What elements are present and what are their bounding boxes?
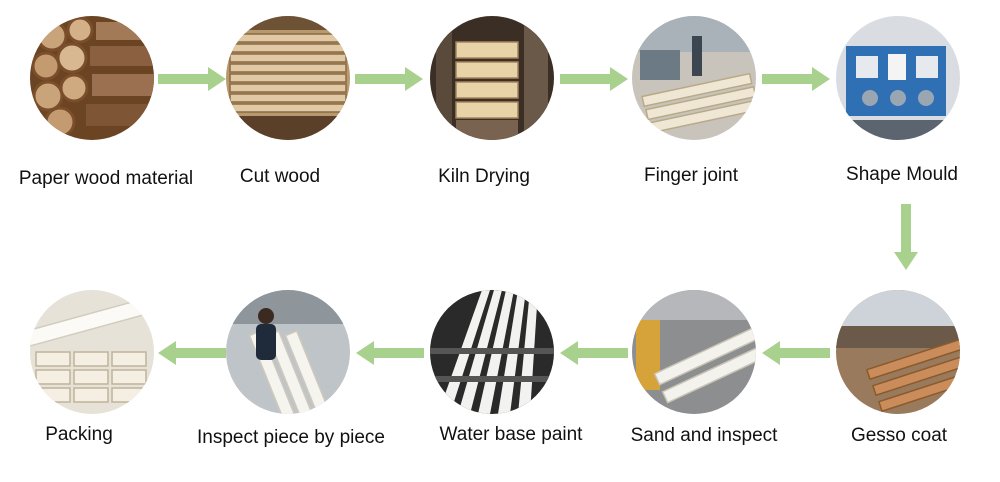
step-4-photo (632, 16, 756, 140)
paint-rack-icon (430, 290, 554, 414)
step-8-label: Water base paint (439, 424, 583, 445)
arrow-3-to-4 (560, 67, 628, 91)
step-8-photo (430, 290, 554, 414)
step-5-photo (836, 16, 960, 140)
gesso-line-icon (836, 290, 960, 414)
arrow-1-to-2 (158, 67, 226, 91)
moulding-machine-icon (836, 16, 960, 140)
step-6-label: Gesso coat (850, 425, 948, 446)
arrow-9-to-10 (158, 341, 226, 365)
step-3-photo (430, 16, 554, 140)
arrow-5-to-6 (894, 204, 918, 270)
step-9-label: Inspect piece by piece (196, 427, 386, 448)
step-9-photo (226, 290, 350, 414)
packed-mouldings-icon (30, 290, 154, 414)
step-1-label: Paper wood material (18, 168, 194, 189)
lumber-stack-icon (226, 16, 350, 140)
sanding-line-icon (632, 290, 756, 414)
step-2-label: Cut wood (239, 166, 321, 187)
log-pile-icon (30, 16, 154, 140)
arrow-4-to-5 (762, 67, 830, 91)
arrow-8-to-9 (356, 341, 424, 365)
step-7-label: Sand and inspect (630, 425, 778, 446)
step-4-label: Finger joint (644, 165, 738, 186)
step-6-photo (836, 290, 960, 414)
kiln-icon (430, 16, 554, 140)
arrow-7-to-8 (560, 341, 628, 365)
step-1-photo (30, 16, 154, 140)
step-10-photo (30, 290, 154, 414)
finger-joint-machine-icon (632, 16, 756, 140)
step-5-label: Shape Mould (846, 164, 958, 185)
step-10-label: Packing (45, 424, 113, 445)
arrow-6-to-7 (762, 341, 830, 365)
inspection-worker-icon (226, 290, 350, 414)
arrow-2-to-3 (355, 67, 423, 91)
step-2-photo (226, 16, 350, 140)
step-3-label: Kiln Drying (438, 166, 530, 187)
step-7-photo (632, 290, 756, 414)
